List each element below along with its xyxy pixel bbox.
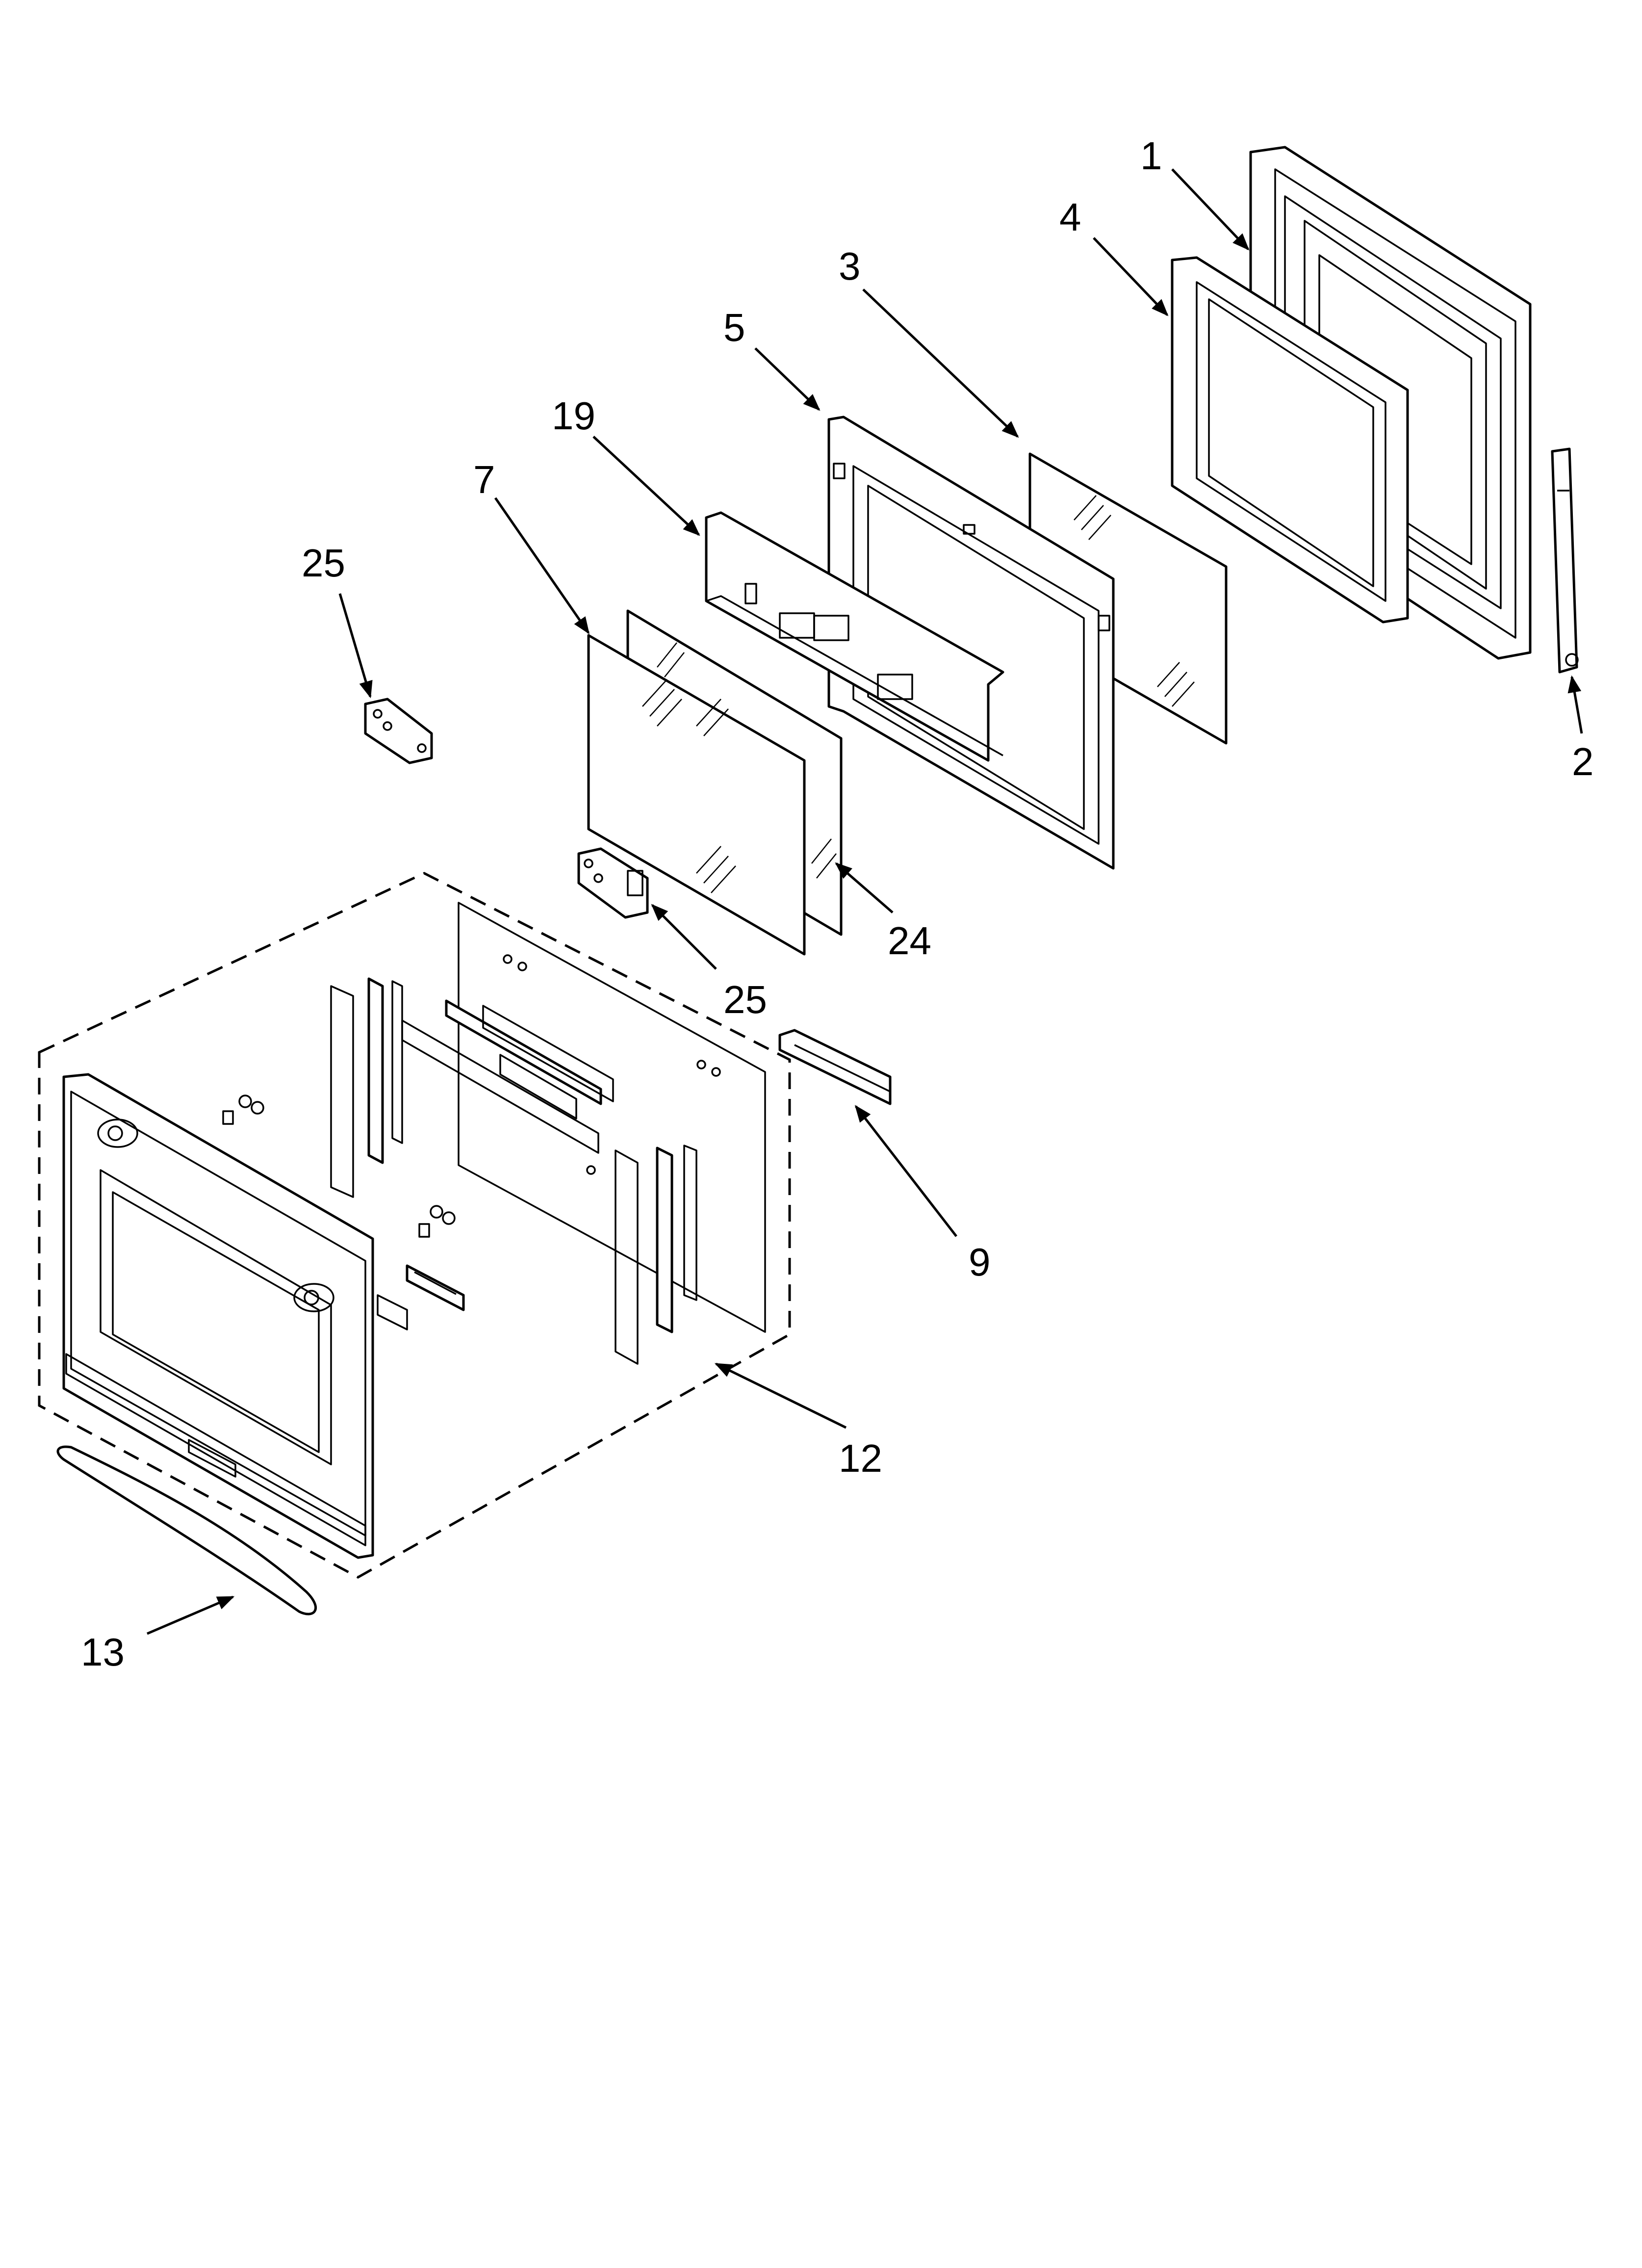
callout-3: 3 — [839, 244, 861, 288]
part-25-bracket-lower — [577, 847, 649, 919]
callouts: 1 2 3 4 5 7 9 12 13 19 24 25 25 — [81, 134, 1594, 1674]
leader-lines — [147, 168, 1583, 1635]
callout-5: 5 — [723, 306, 745, 349]
callout-1: 1 — [1140, 134, 1162, 178]
part-13-handle — [56, 1445, 317, 1616]
callout-24: 24 — [888, 919, 931, 963]
part-7-outer-glass — [587, 634, 806, 956]
callout-7: 7 — [473, 458, 495, 501]
callout-25-lower: 25 — [723, 978, 767, 1021]
callout-25-upper: 25 — [302, 541, 345, 585]
callout-13: 13 — [81, 1630, 125, 1674]
part-12-outer-door-assembly — [38, 872, 791, 1579]
callout-19: 19 — [552, 394, 595, 438]
part-4-door-frame — [1171, 256, 1409, 624]
callout-4: 4 — [1059, 195, 1081, 239]
callout-12: 12 — [839, 1436, 882, 1480]
callout-2: 2 — [1572, 740, 1594, 783]
part-2-hinge — [1551, 447, 1579, 674]
callout-9: 9 — [969, 1240, 991, 1284]
part-25-bracket-upper — [364, 698, 433, 764]
part-19-heat-shield — [705, 511, 1004, 762]
part-9-trim-strip — [778, 1029, 892, 1105]
